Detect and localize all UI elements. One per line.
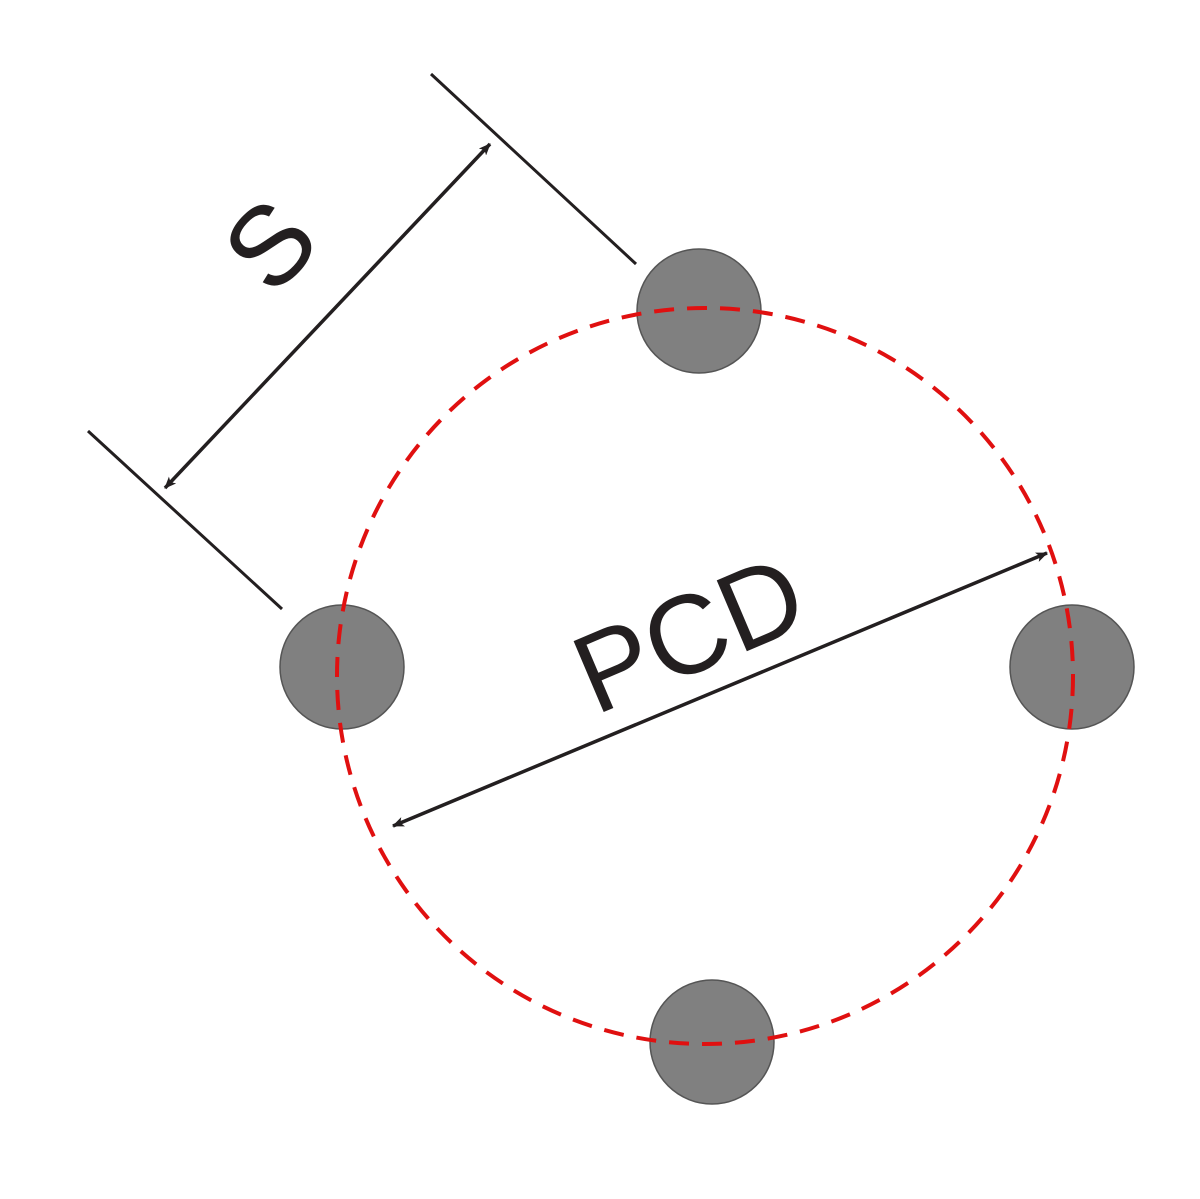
spacing-dimension: S bbox=[86, 72, 638, 611]
extension-line-top bbox=[429, 72, 638, 266]
pcd-dimension-arrow bbox=[392, 551, 1048, 828]
pcd-label: PCD bbox=[556, 530, 823, 737]
extension-line-left bbox=[86, 429, 284, 611]
pcd-dimension: PCD bbox=[392, 530, 1048, 828]
spacing-dimension-arrow bbox=[163, 142, 492, 490]
pitch-circle bbox=[335, 306, 1075, 1046]
bolt-hole-left bbox=[279, 604, 405, 730]
spacing-label: S bbox=[199, 175, 341, 315]
